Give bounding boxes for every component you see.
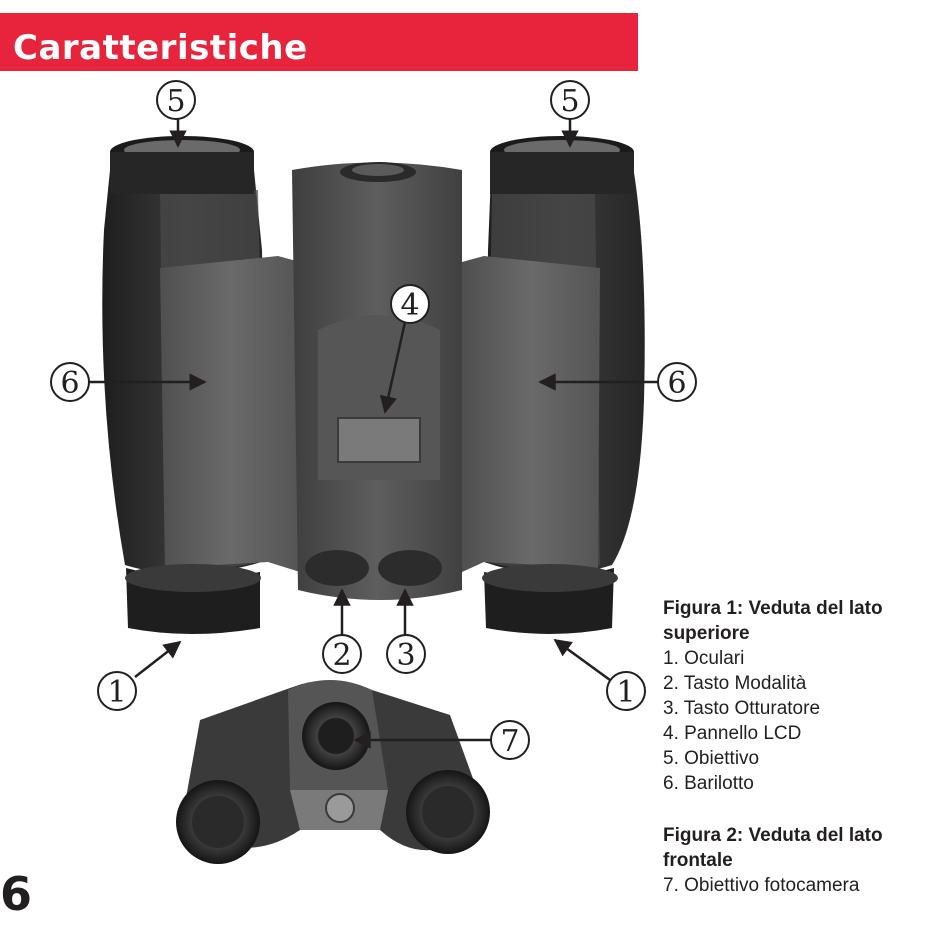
callout-1-right: 1: [606, 671, 646, 711]
right-barrel-plate: [462, 256, 600, 572]
legend-item: 2. Tasto Modalità: [663, 673, 807, 694]
page-title: Caratteristiche: [13, 28, 308, 68]
binoculars-top-view: [102, 136, 645, 634]
legend-item: 4. Pannello LCD: [663, 723, 802, 744]
callout-6-left: 6: [50, 362, 90, 402]
legend-item: 3. Tasto Otturatore: [663, 698, 821, 719]
svg-text:1: 1: [107, 675, 126, 710]
lcd-panel: [337, 417, 421, 463]
svg-text:6: 6: [667, 366, 686, 401]
page-number: 6: [0, 867, 33, 921]
shutter-button: [378, 550, 442, 586]
svg-text:4: 4: [400, 288, 419, 323]
svg-text:2: 2: [332, 638, 351, 673]
figure1-caption: Figura 1: Veduta del lato superiore 1. O…: [663, 596, 943, 796]
figure1-caption-title: Figura 1: Veduta del lato superiore: [663, 598, 883, 644]
mode-button: [305, 550, 369, 586]
callout-1-left: 1: [97, 671, 137, 711]
legend-item: 1. Oculari: [663, 648, 745, 669]
legend-item: 6. Barilotto: [663, 773, 754, 794]
binoculars-front-view: [176, 680, 490, 864]
callout-4: 4: [390, 284, 430, 324]
svg-text:1: 1: [616, 675, 635, 710]
callout-5-left: 5: [156, 80, 196, 120]
left-barrel-plate: [160, 256, 300, 572]
legend-item: 5. Obiettivo: [663, 748, 760, 769]
svg-text:5: 5: [166, 84, 185, 119]
svg-text:3: 3: [396, 638, 415, 673]
figure2-caption: Figura 2: Veduta del lato frontale 7. Ob…: [663, 823, 943, 898]
svg-text:6: 6: [60, 366, 79, 401]
svg-text:5: 5: [560, 84, 579, 119]
callout-7: 7: [490, 720, 530, 760]
callout-6-right: 6: [657, 362, 697, 402]
callout-2: 2: [322, 634, 362, 674]
callout-arrows: [89, 118, 658, 749]
header-banner: Caratteristiche: [0, 13, 638, 71]
callout-3: 3: [386, 634, 426, 674]
callout-5-right: 5: [550, 80, 590, 120]
svg-text:7: 7: [500, 724, 519, 759]
legend-item: 7. Obiettivo fotocamera: [663, 875, 860, 896]
figure2-caption-title: Figura 2: Veduta del lato frontale: [663, 825, 883, 871]
